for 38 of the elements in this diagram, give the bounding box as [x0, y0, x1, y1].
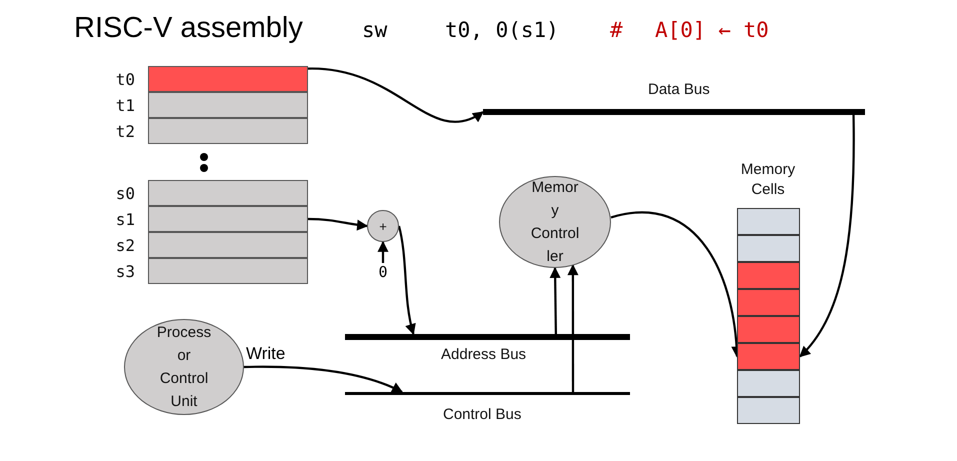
register-name: t2	[116, 122, 135, 141]
code-text: A[0] ← t0	[655, 18, 769, 42]
bus-label: Address Bus	[441, 346, 526, 363]
adder-circle	[367, 210, 399, 242]
memory-cell	[737, 208, 800, 235]
memory-cell	[737, 343, 800, 370]
register-name: s2	[116, 236, 135, 255]
arrow	[244, 366, 403, 393]
register-name: s0	[116, 184, 135, 203]
memory-cell	[737, 370, 800, 397]
bus-label: Control Bus	[443, 406, 522, 423]
memory-cell	[737, 397, 800, 424]
memory-cell	[737, 235, 800, 262]
title: RISC-V assembly	[74, 12, 303, 45]
unit-name: Process or Control Unit	[156, 323, 212, 412]
code-text: t0, 0(s1)	[445, 18, 559, 42]
arrow	[799, 115, 855, 358]
arrow	[308, 68, 484, 123]
register-name: t1	[116, 96, 135, 115]
arrow	[567, 264, 578, 392]
memory-cell	[737, 262, 800, 289]
unit-name: Memor y Control ler	[530, 178, 580, 267]
plus-sign: +	[379, 220, 387, 232]
register-name: s3	[116, 262, 135, 281]
bus-label: Data Bus	[648, 81, 710, 98]
offset-value: 0	[378, 263, 388, 281]
arrow	[378, 240, 388, 263]
register-name: s1	[116, 210, 135, 229]
register-name: t0	[116, 70, 135, 89]
memory-heading: Memory Cells	[740, 160, 796, 199]
arrow	[550, 266, 561, 334]
memory-cell	[737, 289, 800, 316]
memory-cell	[737, 316, 800, 343]
arrow	[308, 218, 368, 230]
arrow	[398, 226, 416, 336]
code-text: #	[610, 18, 623, 42]
code-text: sw	[362, 18, 388, 42]
edge-label: Write	[246, 345, 286, 362]
